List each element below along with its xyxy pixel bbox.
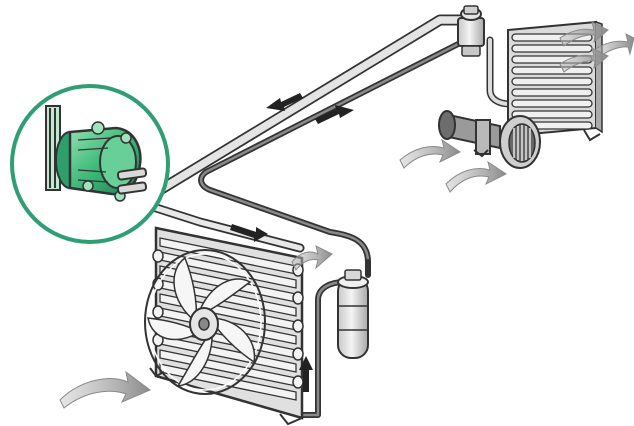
air-arrow-evap-out-3 xyxy=(559,47,609,73)
air-arrow-evap-out-1 xyxy=(559,21,609,47)
air-arrow-blower-in-2 xyxy=(445,160,507,193)
flow-arrow-right xyxy=(230,224,268,242)
expansion-valve xyxy=(457,5,485,57)
air-arrow-blower-in-1 xyxy=(399,138,461,169)
flow-arrow-up-right xyxy=(315,105,354,124)
air-arrow-evap-out-2 xyxy=(593,33,634,59)
condenser-fan xyxy=(144,249,266,395)
air-arrow-condenser-in xyxy=(59,370,151,409)
flow-arrow-left xyxy=(266,93,303,111)
air-arrow-condenser-out xyxy=(291,245,333,271)
receiver-drier xyxy=(337,269,369,359)
refrigerant-flow-arrows xyxy=(230,93,354,392)
compressor-ports xyxy=(116,167,148,195)
blower xyxy=(438,110,541,169)
flow-arrow-up xyxy=(299,356,313,392)
air-flow-arrows xyxy=(59,21,634,409)
compressor xyxy=(10,84,170,244)
